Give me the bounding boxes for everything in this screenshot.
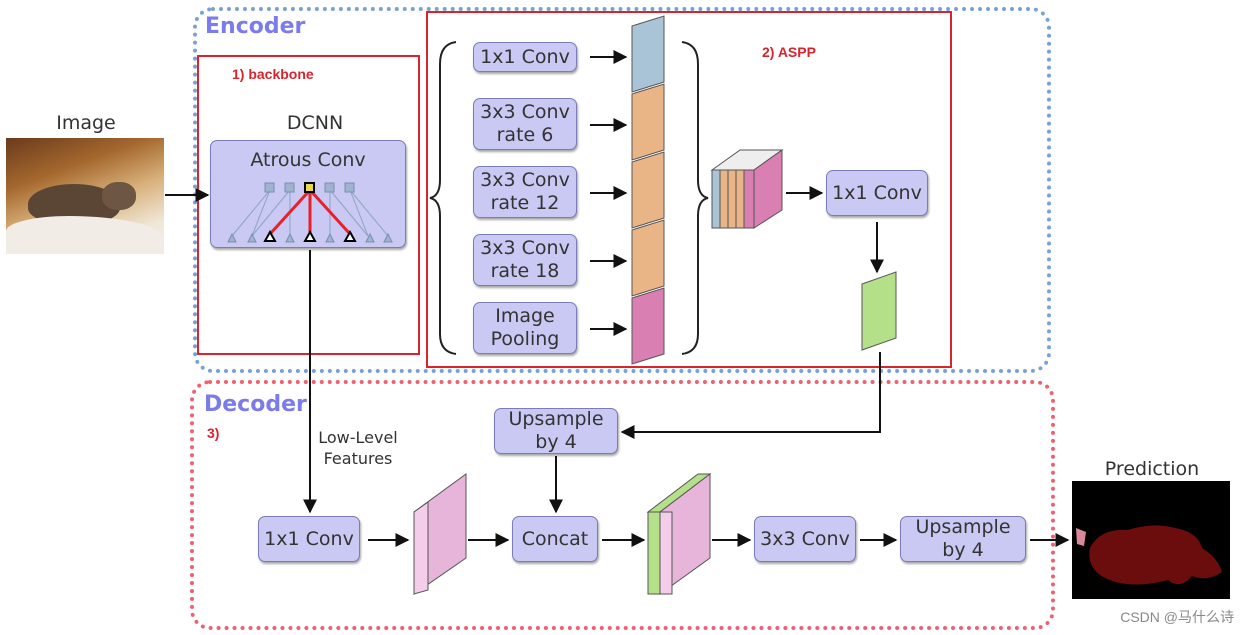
feature-map-1x1 — [631, 15, 665, 93]
atrous-conv-label: Atrous Conv — [250, 149, 366, 171]
encoder-title: Encoder — [205, 14, 306, 39]
dcnn-label: DCNN — [286, 112, 344, 134]
aspp-step-label: 2) ASPP — [762, 44, 816, 60]
input-image-label: Image — [56, 112, 116, 134]
encoder-region — [193, 7, 1051, 373]
right-brace — [681, 41, 709, 355]
feature-map-rate12 — [631, 151, 665, 229]
aspp-branch-rate12: 3x3 Conv rate 12 — [473, 166, 577, 218]
upsample-top-block: Upsample by 4 — [494, 408, 618, 454]
backbone-step-label: 1) backbone — [232, 66, 314, 82]
concat-block: Concat — [512, 516, 598, 562]
decoder-region — [190, 380, 1055, 630]
backbone-highlight — [197, 55, 420, 355]
watermark: CSDN @马什么诗 — [1120, 609, 1234, 625]
aspp-concat-stack — [710, 149, 784, 229]
feature-map-rate6 — [631, 83, 665, 161]
aspp-branch-1x1-conv: 1x1 Conv — [473, 42, 577, 72]
aspp-branch-image-pooling: Image Pooling — [473, 302, 577, 354]
feature-map-rate18 — [631, 219, 665, 297]
decoder-1x1-conv-block: 1x1 Conv — [258, 516, 360, 562]
aspp-highlight — [426, 11, 952, 368]
decoder-step-label: 3) — [207, 425, 220, 441]
atrous-conv-graphic — [231, 189, 389, 237]
atrous-conv-red-links — [268, 188, 352, 236]
prediction-label: Prediction — [1104, 458, 1200, 480]
aspp-feature-maps — [631, 15, 665, 365]
aspp-branch-rate6: 3x3 Conv rate 6 — [473, 98, 577, 150]
left-brace — [429, 41, 457, 355]
low-level-features-label: Low-Level Features — [318, 428, 398, 468]
blanket-shape — [6, 216, 164, 254]
aspp-branch-rate18: 3x3 Conv rate 18 — [473, 234, 577, 286]
prediction-mask-edge — [1076, 528, 1086, 546]
cat-head — [102, 182, 136, 210]
input-image — [6, 138, 164, 254]
atrous-conv-nodes — [227, 182, 393, 243]
aspp-merge-conv: 1x1 Conv — [826, 170, 928, 216]
prediction-mask — [1089, 525, 1222, 585]
concat-feature-map — [646, 472, 712, 595]
encoder-output-feature — [861, 271, 897, 351]
decoder-title: Decoder — [204, 392, 307, 417]
feature-map-pooling — [631, 287, 665, 365]
upsample-final-block: Upsample by 4 — [900, 516, 1026, 562]
decoder-3x3-conv-block: 3x3 Conv — [754, 516, 856, 562]
arrows — [165, 50, 1070, 547]
